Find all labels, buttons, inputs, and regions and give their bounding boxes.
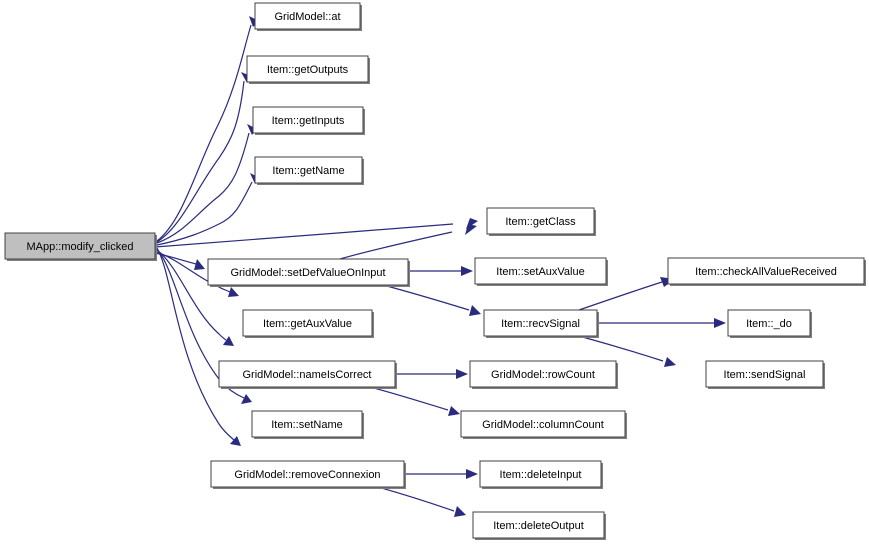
node-rect-getAuxValue[interactable] [242,309,373,337]
edge-root-to-setName [156,248,245,399]
edge-root-to-nameIsCorrect [156,249,227,341]
node-rect-setName[interactable] [251,410,363,438]
node-rect-rowCount[interactable] [469,360,617,388]
arrowhead-nameIsCorrect-to-columnCount [448,406,460,416]
arrowhead-root-to-nameIsCorrect [223,336,234,346]
arrowhead-root-to-removeConnexion [230,436,241,446]
node-deleteOutput[interactable]: Item::deleteOutput [472,511,606,540]
node-rect-checkAllValue[interactable] [667,257,865,285]
edge-root-to-setDefValueOnInput [154,252,197,265]
node-rect-deleteInput[interactable] [479,460,602,488]
arrowhead-root-to-at [249,16,259,27]
edge-root-to-getClass [154,223,454,248]
node-rect-root[interactable] [4,232,156,260]
arrowhead-root-to-setName [241,394,252,404]
node-rect-columnCount[interactable] [460,410,626,438]
arrowhead-root-to-getInputs [247,124,257,135]
edge-root-to-getInputs [156,132,250,244]
edge-recvSignal-to-checkAllValue [578,281,663,311]
node-setDefValueOnInput[interactable]: GridModel::setDefValueOnInput [207,258,410,287]
arrowhead-setDefValueOnInput-to-recvSignal [469,305,481,316]
arrowhead-recvSignal-to-sendSignal [664,357,676,367]
node-rowCount[interactable]: GridModel::rowCount [469,360,618,389]
arrowhead-removeConnexion-to-deleteOutput [454,506,466,517]
node-rect-setDefValueOnInput[interactable] [207,258,409,286]
arrowhead-setDefValueOnInput-to-getClass [465,224,477,235]
edge-root-to-removeConnexion [156,247,235,441]
node-rect-at[interactable] [254,2,361,30]
node-getName[interactable]: Item::getName [254,156,364,185]
edge-setDefValueOnInput-to-recvSignal [382,284,470,311]
node-deleteInput[interactable]: Item::deleteInput [479,460,603,489]
node-nameIsCorrect[interactable]: GridModel::nameIsCorrect [218,360,397,389]
node-rect-nameIsCorrect[interactable] [218,360,396,388]
node-rect-getOutputs[interactable] [246,55,369,83]
node-rect-getInputs[interactable] [252,106,364,134]
node-getAuxValue[interactable]: Item::getAuxValue [242,309,374,338]
edge-recvSignal-to-sendSignal [578,335,664,362]
edge-root-to-at [156,24,252,242]
node-getOutputs[interactable]: Item::getOutputs [246,55,370,84]
arrowhead-nameIsCorrect-to-rowCount [456,369,468,379]
arrowhead-root-to-setDefValueOnInput [194,259,205,270]
edge-root-to-getOutputs [156,80,245,243]
edge-removeConnexion-to-deleteOutput [377,486,455,512]
node-getClass[interactable]: Item::getClass [486,207,596,236]
edge-nameIsCorrect-to-columnCount [369,386,449,411]
node-root[interactable]: MApp::modify_clicked [4,232,157,261]
node-recvSignal[interactable]: Item::recvSignal [483,309,599,338]
node-setAuxValue[interactable]: Item::setAuxValue [474,257,608,286]
arrowhead-setDefValueOnInput-to-setAuxValue [461,266,473,276]
edges-layer [154,16,726,517]
arrowhead-removeConnexion-to-deleteInput [466,469,478,479]
edge-setDefValueOnInput-to-getClass [339,231,453,260]
node-rect-setAuxValue[interactable] [474,257,607,285]
node-sendSignal[interactable]: Item::sendSignal [705,360,825,389]
arrowhead-recvSignal-to-do [714,318,726,328]
node-do[interactable]: Item::_do [727,309,812,338]
node-rect-recvSignal[interactable] [483,309,598,337]
arrowhead-root-to-getAuxValue [228,287,239,297]
node-rect-getName[interactable] [254,156,363,184]
node-rect-do[interactable] [727,309,811,337]
node-rect-deleteOutput[interactable] [472,511,605,539]
node-removeConnexion[interactable]: GridModel::removeConnexion [210,460,406,489]
node-at[interactable]: GridModel::at [254,2,362,31]
node-rect-getClass[interactable] [486,207,595,235]
edge-root-to-getName [156,181,253,246]
node-checkAllValue[interactable]: Item::checkAllValueReceived [667,257,866,286]
node-columnCount[interactable]: GridModel::columnCount [460,410,627,439]
node-rect-sendSignal[interactable] [705,360,824,388]
node-rect-removeConnexion[interactable] [210,460,405,488]
node-getInputs[interactable]: Item::getInputs [252,106,365,135]
node-setName[interactable]: Item::setName [251,410,364,439]
